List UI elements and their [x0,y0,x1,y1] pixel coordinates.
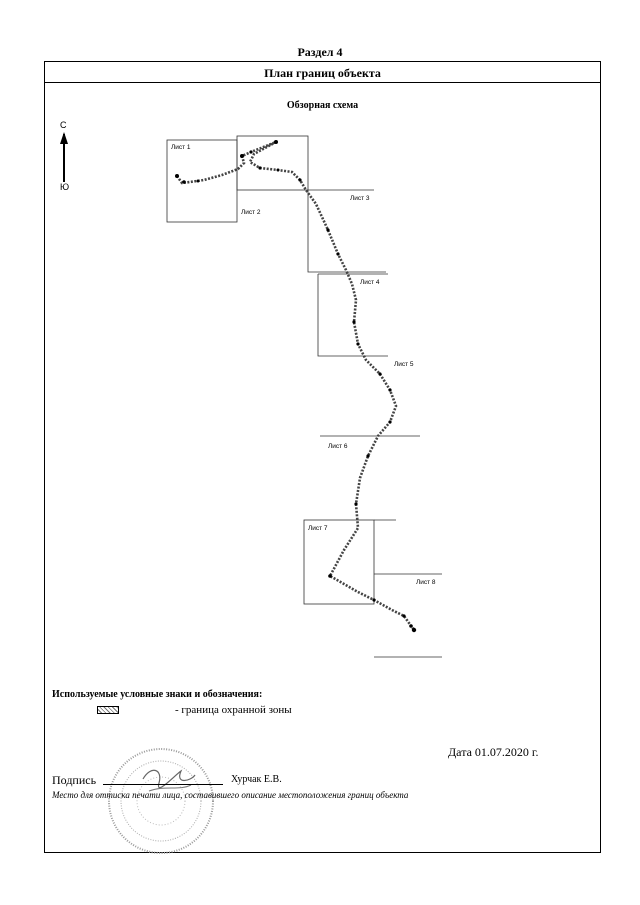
compass-north-label: С [60,120,67,130]
stamp-place-note: Место для оттиска печати лица, составивш… [52,790,409,800]
legend-item-text: - граница охранной зоны [175,704,292,716]
plan-title: План границ объекта [264,66,381,80]
sheet-label-5: Лист 5 [394,361,414,368]
overview-title: Обзорная схема [286,100,359,111]
boundary-legend-icon [97,706,119,714]
sheet-label-2: Лист 2 [241,209,261,216]
signature-label: Подпись [52,773,97,787]
sheet-label-4: Лист 4 [360,279,380,286]
sheet-label-8: Лист 8 [416,579,436,586]
document-frame [44,61,601,853]
signer-name: Хурчак Е.В. [231,774,282,785]
sheet-label-6: Лист 6 [328,443,348,450]
sheet-label-3: Лист 3 [350,195,370,202]
signature-line [103,784,223,785]
sheet-frame-2 [236,135,309,191]
compass-south-label: Ю [60,182,69,192]
document-date: Дата 01.07.2020 г. [448,745,539,759]
route-line [175,140,417,633]
north-arrow-icon: С Ю [60,120,69,192]
legend-title: Используемые условные знаки и обозначени… [52,689,263,700]
sheet-frames [166,135,442,658]
sheet-label-7: Лист 7 [308,525,328,532]
header-row [44,61,601,83]
stamp-seal-icon [108,748,214,854]
sheet-frame-7 [303,519,375,605]
overview-map: С Ю Лист 1 Лист 2 Лист 3 Лист 4 Лист 5 Л… [60,120,442,658]
sheet-frame-3 [307,190,386,273]
sheet-label-1: Лист 1 [171,144,191,151]
section-title: Раздел 4 [297,45,343,59]
